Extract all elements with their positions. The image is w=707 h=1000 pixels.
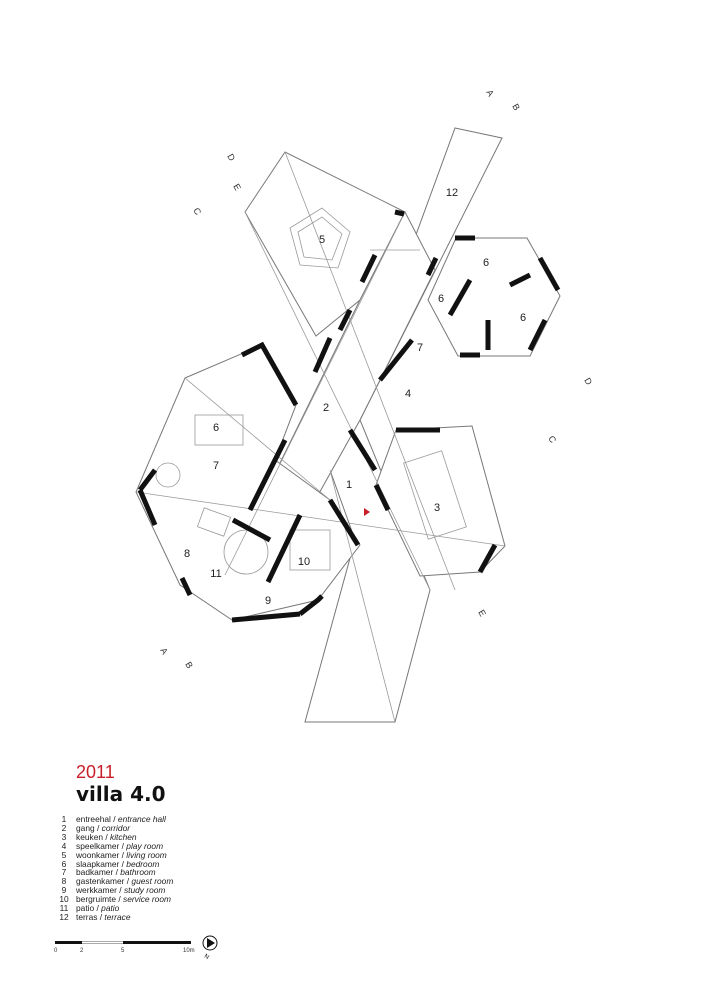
legend-english: bathroom <box>120 867 156 878</box>
bed <box>194 414 244 446</box>
legend-number: 11 <box>59 903 69 914</box>
svg-text:B: B <box>510 102 522 112</box>
svg-text:D: D <box>225 152 237 163</box>
legend-number: 3 <box>61 831 67 842</box>
legend-english: service room <box>123 894 171 905</box>
legend-dutch: terras <box>76 911 98 922</box>
svg-text:A: A <box>158 646 170 656</box>
bathtub <box>155 462 181 488</box>
floor-plan: 12 5 6 6 6 6 7 7 4 2 1 3 8 11 10 9 A B A… <box>135 88 594 723</box>
svg-text:E: E <box>231 182 243 192</box>
legend-dutch: keuken <box>76 831 104 842</box>
legend-number: 12 <box>59 911 69 922</box>
legend-number: 5 <box>61 849 67 860</box>
legend-dutch: slaapkamer <box>76 858 120 869</box>
svg-text:N: N <box>203 954 210 959</box>
project-title: villa 4.0 <box>76 782 166 806</box>
living-room-hearth <box>289 207 351 269</box>
legend-english: bedroom <box>126 858 160 869</box>
svg-text:A: A <box>484 88 496 98</box>
legend-english: corridor <box>101 822 131 833</box>
legend-dutch: gang <box>76 822 95 833</box>
legend-dutch: woonkamer <box>76 849 120 860</box>
north-arrow-icon: N <box>202 935 218 959</box>
legend-english: play room <box>126 840 164 851</box>
room-label-7: 7 <box>213 460 219 472</box>
section-markers: A B A B C C D D E E <box>158 88 594 670</box>
room-label-11: 11 <box>210 568 221 580</box>
legend-english: entrance hall <box>117 814 166 824</box>
legend-dutch: werkkamer <box>76 885 117 896</box>
legend-dutch: gastenkamer <box>76 876 125 887</box>
room-label-10: 10 <box>298 556 310 568</box>
room-label-6: 6 <box>483 257 489 269</box>
room-label-7: 7 <box>417 342 423 354</box>
legend-number: 6 <box>61 858 67 869</box>
legend-dutch: entreehal <box>76 814 111 824</box>
legend-dutch: patio <box>76 903 95 914</box>
room-label-4: 4 <box>405 388 411 400</box>
svg-text:B: B <box>183 660 195 670</box>
legend-dutch: bergruimte <box>76 894 117 905</box>
svg-text:E: E <box>476 608 488 618</box>
room-label-1: 1 <box>346 479 352 491</box>
svg-text:C: C <box>191 206 203 217</box>
legend-english: study room <box>123 885 166 896</box>
room-label-12: 12 <box>446 187 458 199</box>
legend-number: 2 <box>61 822 67 833</box>
legend-english: guest room <box>131 876 174 887</box>
room-label-6: 6 <box>438 293 444 305</box>
scale-bar: 0 2 5 10m N <box>54 935 255 968</box>
room-label-8: 8 <box>184 548 190 560</box>
room-label-5: 5 <box>319 234 325 246</box>
legend-dutch: speelkamer <box>76 840 120 851</box>
legend-english: living room <box>126 849 167 860</box>
walls <box>137 209 561 623</box>
project-year: 2011 <box>76 762 115 782</box>
room-label-6: 6 <box>213 422 219 434</box>
legend-number: 10 <box>59 894 69 905</box>
legend-english: kitchen <box>110 831 137 842</box>
room-label-2: 2 <box>323 402 329 414</box>
patio-tree <box>223 529 269 575</box>
legend-number: 7 <box>61 867 67 878</box>
room-label-6: 6 <box>520 312 526 324</box>
room-label-9: 9 <box>265 595 271 607</box>
legend-number: 8 <box>61 876 67 887</box>
legend-number: 1 <box>61 814 67 824</box>
legend-dutch: badkamer <box>76 867 114 878</box>
bedroom-wing <box>427 237 561 357</box>
svg-text:C: C <box>546 434 558 445</box>
svg-text:D: D <box>582 376 594 387</box>
legend-number: 9 <box>61 885 67 896</box>
entrance-marker <box>364 508 370 516</box>
legend-english: terrace <box>104 911 131 922</box>
legend-number: 4 <box>61 840 67 851</box>
kitchen-island <box>403 450 467 540</box>
legend-english: patio <box>101 903 120 914</box>
room-label-3: 3 <box>434 502 440 514</box>
